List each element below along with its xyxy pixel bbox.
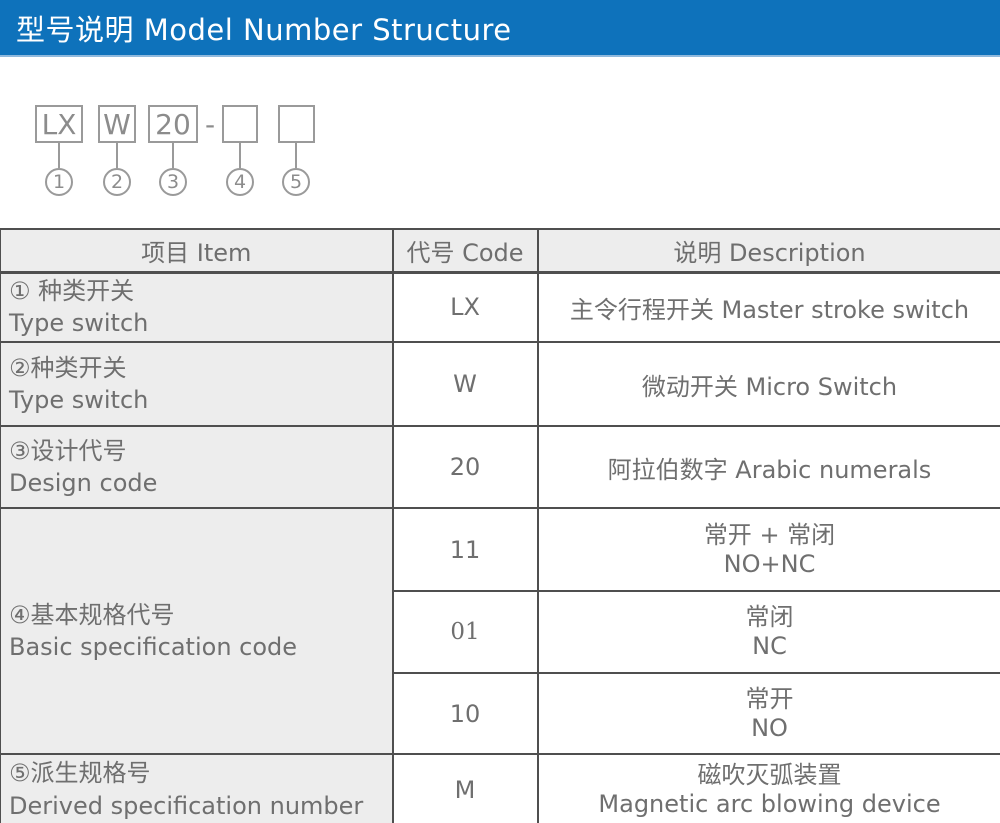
description-cell: 常闭 NC <box>536 590 1000 674</box>
item-label-zh: ⑤派生规格号 <box>9 759 151 788</box>
table-row: ②种类开关 Type switch W 微动开关 Micro Switch <box>0 341 1000 427</box>
description-en: Magnetic arc blowing device <box>598 789 941 818</box>
code-cell-w: W <box>391 341 539 427</box>
model-number-diagram: LX W 20 - 1 2 3 4 5 <box>0 57 1000 228</box>
item-cell-design-code: ③设计代号 Design code <box>0 425 394 509</box>
description-cell: 常开 + 常闭 NO+NC <box>536 507 1000 592</box>
code-cell-10: 10 <box>392 672 539 755</box>
code-cell-11: 11 <box>391 507 539 592</box>
description-en: NO <box>751 713 788 742</box>
diagram-stem-5 <box>295 143 297 168</box>
table-row: ④基本规格代号 Basic specification code 11 常开 +… <box>0 507 1000 755</box>
description-cell: 常开 NO <box>536 672 1000 755</box>
description-en: NC <box>752 632 787 660</box>
model-dash-separator: - <box>204 107 216 141</box>
model-box-4 <box>222 105 258 143</box>
model-box-3: 20 <box>148 105 198 143</box>
code-cell-01: 01 <box>392 590 539 674</box>
item-cell-derived-specification-number: ⑤派生规格号 Derived specification number <box>0 753 394 823</box>
description-zh: 常开 <box>745 684 794 713</box>
circled-number-1: 1 <box>45 168 73 196</box>
table-row: 01 常闭 NC <box>1 590 1000 674</box>
item-label-en: Design code <box>9 469 158 497</box>
item-label-en: Derived specification number <box>9 791 364 820</box>
circled-number-2: 2 <box>103 168 131 196</box>
circled-number-4: 4 <box>226 168 254 196</box>
column-header-description: 说明 Description <box>536 228 1000 274</box>
description-cell: 微动开关 Micro Switch <box>536 341 1000 427</box>
circled-number-5: 5 <box>282 168 310 196</box>
item-label-zh: ②种类开关 <box>9 353 127 382</box>
code-cell-m: M <box>391 753 539 823</box>
diagram-stem-1 <box>58 143 60 168</box>
diagram-stem-3 <box>172 143 174 168</box>
item-label-zh: ③设计代号 <box>9 436 127 465</box>
page-header-bar: 型号说明 Model Number Structure <box>0 0 1000 57</box>
model-box-5 <box>278 105 315 143</box>
column-header-code: 代号 Code <box>391 228 539 274</box>
item-cell-type-switch-1: ① 种类开关 Type switch <box>0 271 394 343</box>
item-cell-basic-specification-code: ④基本规格代号 Basic specification code <box>0 507 394 755</box>
model-box-2: W <box>98 105 136 143</box>
item-label-zh: ① 种类开关 <box>9 276 135 305</box>
item-label-en: Type switch <box>9 386 149 414</box>
table-row: ⑤派生规格号 Derived specification number M 磁吹… <box>0 753 1000 823</box>
page-title: 型号说明 Model Number Structure <box>16 12 512 47</box>
circled-number-3: 3 <box>159 168 187 196</box>
table-row: ① 种类开关 Type switch LX 主令行程开关 Master stro… <box>0 271 1000 343</box>
code-cell-lx: LX <box>391 271 539 343</box>
item-cell-type-switch-2: ②种类开关 Type switch <box>0 341 394 427</box>
description-cell: 磁吹灭弧装置 Magnetic arc blowing device <box>536 753 1000 823</box>
diagram-stem-4 <box>239 143 241 168</box>
table-row: 10 常开 NO <box>1 672 1000 755</box>
description-cell: 主令行程开关 Master stroke switch <box>536 271 1000 343</box>
column-header-item: 项目 Item <box>0 228 394 274</box>
model-box-1: LX <box>35 105 83 143</box>
model-number-table: 项目 Item 代号 Code 说明 Description ① 种类开关 Ty… <box>0 228 1000 823</box>
diagram-stem-2 <box>116 143 118 168</box>
description-zh: 常闭 <box>745 603 794 632</box>
table-header-row: 项目 Item 代号 Code 说明 Description <box>0 228 1000 274</box>
table-row: ③设计代号 Design code 20 阿拉伯数字 Arabic numera… <box>0 425 1000 509</box>
code-cell-20: 20 <box>391 425 539 509</box>
description-cell: 阿拉伯数字 Arabic numerals <box>536 425 1000 509</box>
item-label-zh: ④基本规格代号 <box>9 600 175 629</box>
description-zh: 磁吹灭弧装置 <box>697 760 842 789</box>
description-en: NO+NC <box>723 549 816 578</box>
item-label-en: Basic specification code <box>9 633 298 661</box>
item-label-en: Type switch <box>9 309 149 338</box>
description-zh: 常开 + 常闭 <box>703 520 836 549</box>
